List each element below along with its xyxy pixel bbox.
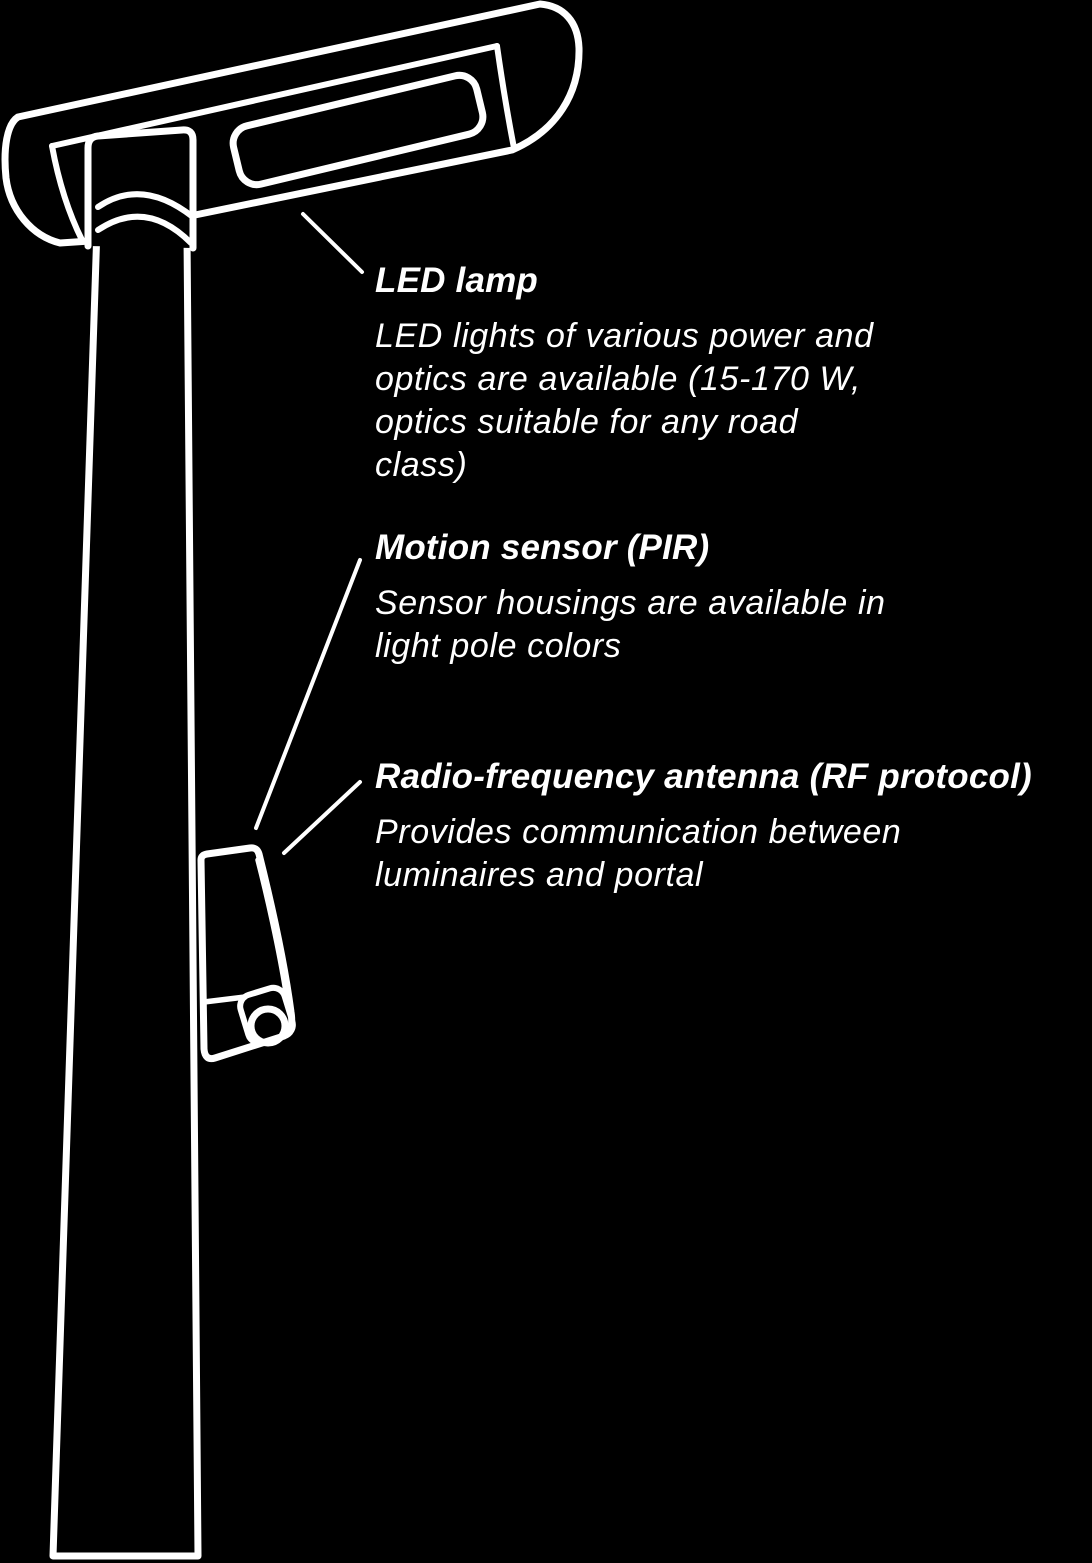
annotation-motion-sensor-line: Sensor housings are available in (375, 584, 886, 622)
leader-lines (254, 212, 364, 855)
collar-sleeve-upper-arc (95, 191, 196, 220)
annotation-motion-sensor-title: Motion sensor (PIR) (375, 528, 710, 567)
annotation-rf-antenna: Radio-frequency antenna (RF protocol) Pr… (375, 755, 1032, 897)
mounting-collar (84, 126, 197, 252)
annotation-led-lamp-line: LED lights of various power and (375, 317, 874, 355)
annotation-rf-antenna-title: Radio-frequency antenna (RF protocol) (375, 757, 1032, 796)
leader-line-motion-sensor (254, 558, 362, 830)
led-window (229, 71, 487, 189)
lamp-top-inner-line (49, 43, 500, 149)
annotation-rf-antenna-line: luminaires and portal (375, 856, 704, 894)
sensor-side-crease (255, 857, 289, 995)
pole-outline (49, 224, 202, 1560)
sensor-housing (197, 844, 296, 1063)
leader-line-led-lamp (301, 212, 364, 274)
annotation-led-lamp-line: optics are available (15-170 W, (375, 360, 862, 398)
annotation-led-lamp-line: optics suitable for any road (375, 403, 799, 441)
lamp-end-cap-left-crease (49, 143, 85, 243)
sensor-bottom-seam (201, 994, 248, 1005)
pir-lens (247, 1005, 289, 1047)
light-pole (49, 224, 202, 1560)
annotation-led-lamp-title: LED lamp (375, 261, 539, 300)
leader-line-rf-antenna (282, 780, 362, 855)
annotation-led-lamp: LED lamp LED lights of various power and… (375, 259, 874, 487)
annotation-rf-antenna-line: Provides communication between (375, 813, 902, 851)
lamp-end-cap-right-crease (494, 43, 517, 151)
annotation-led-lamp-line: class) (375, 446, 468, 484)
annotation-motion-sensor: Motion sensor (PIR) Sensor housings are … (375, 526, 886, 668)
annotation-motion-sensor-line: light pole colors (375, 627, 622, 665)
collar-sleeve-lower-arc (95, 213, 194, 246)
